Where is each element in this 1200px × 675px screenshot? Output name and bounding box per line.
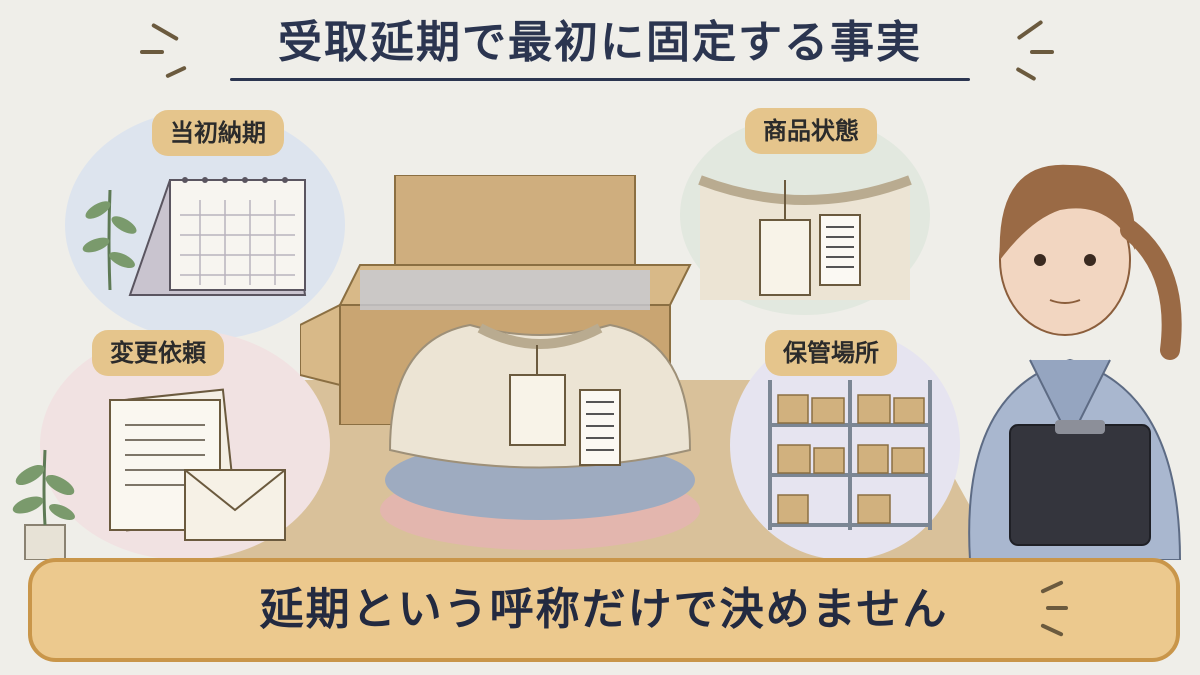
label-change-request: 変更依頼: [92, 330, 224, 376]
banner-text: 延期という呼称だけで決めません: [259, 584, 949, 635]
shelf-icon: [768, 380, 932, 530]
sweater-icon: [380, 323, 700, 550]
label-product-condition: 商品状態: [745, 108, 877, 154]
title-underline: [230, 78, 970, 81]
label-original-deadline: 当初納期: [152, 110, 284, 156]
label-storage-location: 保管場所: [765, 330, 897, 376]
spark-mark: [1030, 50, 1054, 54]
spark-mark: [1046, 606, 1068, 610]
page-title: 受取延期で最初に固定する事実: [278, 17, 922, 68]
bottom-banner: 延期という呼称だけで決めません: [28, 558, 1180, 662]
sweater-icon: [698, 175, 912, 300]
plant-icon: [12, 449, 75, 560]
spark-mark: [140, 50, 164, 54]
plant-icon: [82, 189, 137, 290]
envelope-icon: [184, 469, 286, 541]
clipboard-icon: [1009, 420, 1151, 546]
calendar-icon: [128, 177, 307, 296]
title-block: 受取延期で最初に固定する事実: [200, 8, 1000, 88]
